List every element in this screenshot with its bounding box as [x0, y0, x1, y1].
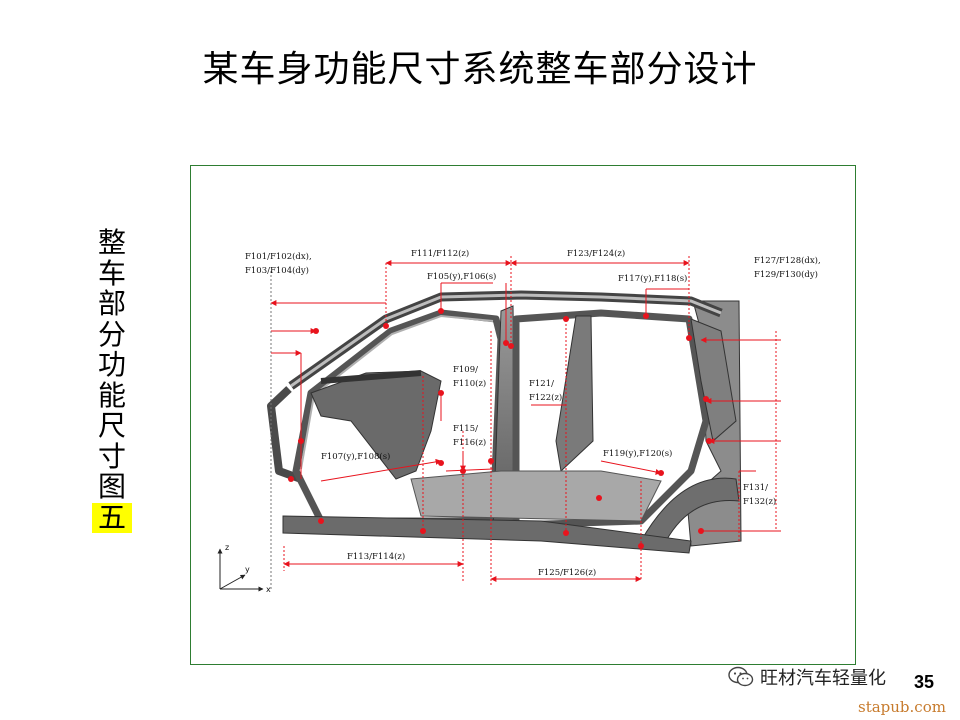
side-label-char: 分 — [97, 317, 126, 351]
front-door-inner — [300, 314, 494, 470]
label-f121b: F122(z) — [529, 392, 562, 403]
measurement-point — [488, 458, 494, 464]
measurement-point — [596, 495, 602, 501]
side-label-char: 图 — [97, 470, 126, 503]
dimension-labels: F101/F102(dx), F103/F104(dy) F111/F112(z… — [245, 248, 821, 578]
label-f115b: F116(z) — [453, 437, 486, 448]
rocker-panel — [282, 515, 692, 554]
label-f127: F127/F128(dx), — [754, 255, 821, 266]
wechat-icon — [728, 666, 754, 687]
measurement-point — [638, 543, 644, 549]
measurement-point — [438, 460, 444, 466]
measurement-point — [703, 396, 709, 402]
side-label-char: 寸 — [97, 439, 126, 473]
measurement-point — [563, 316, 569, 322]
side-label-char: 尺 — [97, 409, 126, 442]
measurement-point — [438, 390, 444, 396]
label-f103: F103/F104(dy) — [245, 265, 309, 276]
axis-x-label: x — [266, 585, 271, 594]
side-label-char: 功 — [97, 348, 126, 381]
measurement-point — [460, 468, 466, 474]
label-f119: F119(y),F120(s) — [603, 448, 672, 459]
page-number: 35 — [914, 672, 935, 692]
side-label: 整 车 部 分 功 能 尺 寸 图 五 — [92, 226, 132, 533]
side-label-char: 部 — [97, 287, 126, 320]
measurement-point — [706, 438, 712, 444]
label-f115a: F115/ — [453, 424, 478, 434]
slide-title: 某车身功能尺寸系统整车部分设计 — [202, 49, 758, 90]
measurement-point — [438, 308, 444, 314]
watermark: 旺材汽车轻量化 — [728, 664, 886, 690]
label-f101: F101/F102(dx), — [245, 251, 312, 262]
measurement-point — [420, 528, 426, 534]
measurement-point — [503, 340, 509, 346]
label-f111: F111/F112(z) — [411, 248, 469, 259]
diagram-frame: F101/F102(dx), F103/F104(dy) F111/F112(z… — [190, 165, 856, 665]
watermark-text: 旺材汽车轻量化 — [760, 668, 886, 689]
label-f121a: F121/ — [529, 379, 554, 389]
measurement-point — [563, 530, 569, 536]
measurement-point — [383, 323, 389, 329]
side-label-char: 车 — [97, 256, 126, 290]
car-body-diagram: F101/F102(dx), F103/F104(dy) F111/F112(z… — [217, 248, 821, 594]
measurement-point — [698, 528, 704, 534]
measurement-point — [288, 476, 294, 482]
label-f107: F107(y),F108(s) — [321, 451, 390, 462]
label-f109a: F109/ — [453, 365, 478, 375]
axis-y-label: y — [245, 565, 250, 574]
measurement-point — [298, 438, 304, 444]
coordinate-axes: z y x — [217, 543, 271, 594]
measurement-point — [508, 343, 514, 349]
cowl-bar — [320, 370, 422, 384]
rear-wheel-arch — [640, 477, 740, 542]
c-pillar — [555, 315, 594, 473]
cowl-structure — [310, 370, 442, 480]
side-label-char-highlight: 五 — [92, 502, 132, 533]
label-f105: F105(y),F106(s) — [427, 271, 496, 282]
measurement-point — [313, 328, 319, 334]
label-f109b: F110(z) — [453, 378, 486, 389]
axis-z-label: z — [225, 543, 229, 552]
side-label-char: 整 — [97, 226, 126, 259]
rear-quarter-frame — [690, 318, 737, 442]
label-f125: F125/F126(z) — [538, 567, 596, 578]
dimension-lines — [270, 256, 781, 591]
measurement-point — [658, 470, 664, 476]
floor-panel — [410, 470, 662, 522]
measurement-point — [686, 335, 692, 341]
measurement-points — [288, 308, 712, 549]
label-f123: F123/F124(z) — [567, 248, 625, 259]
site-link[interactable]: stapub.com — [858, 698, 946, 716]
a-pillar — [267, 386, 303, 483]
measurement-point — [643, 313, 649, 319]
label-f131a: F131/ — [743, 483, 768, 493]
label-f117: F117(y),F118(s) — [618, 273, 687, 284]
label-f131b: F132(z) — [743, 496, 776, 507]
label-f113: F113/F114(z) — [347, 551, 405, 562]
measurement-point — [318, 518, 324, 524]
side-label-char: 能 — [97, 378, 126, 412]
label-f129: F129/F130(dy) — [754, 269, 818, 280]
